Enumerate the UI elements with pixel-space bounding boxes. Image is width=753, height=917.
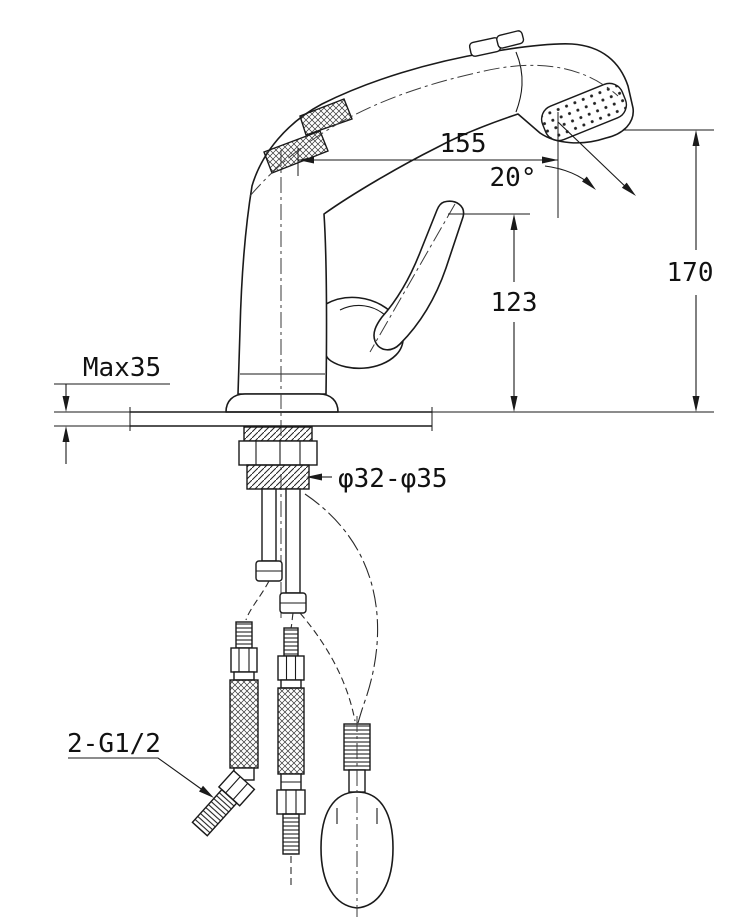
mounting-hardware [238,426,318,490]
pullout-hose-weight [320,716,394,917]
angle-fitting [191,769,256,837]
hex-facets [285,656,297,680]
mounting-washer [243,426,313,442]
knurl-patch-upper [299,98,353,136]
handle-lever [373,200,465,351]
dim-label-155: 155 [440,129,487,159]
hose-thread-stud [283,627,299,657]
hose-path-middle [290,612,294,629]
leader-arrow-icon [199,785,214,798]
weight-shoulder-lines [336,808,378,824]
handle-joint-seam [339,304,387,317]
hex-facets [238,648,250,672]
dimension-spout-reach: 155 [297,112,559,218]
dimension-spout-height: 123 [448,213,538,412]
braided-hose [277,687,305,775]
mounting-locknut [238,440,318,466]
hose-collar [280,679,302,689]
dim-label-hole: φ32-φ35 [338,464,448,494]
dim-label-170: 170 [667,258,714,288]
left-supply-hose [191,621,259,837]
arrow-left-icon [298,156,314,164]
left-inlet-tube [261,488,277,562]
end-hex-nut [276,789,306,815]
counter-deck [54,407,714,431]
dimension-spray-angle: 20° [490,121,636,196]
arrow-left-icon [306,473,322,481]
angle-ray-arrow-icon [621,182,636,196]
dimension-total-height: 170 [624,129,714,412]
arrow-down-icon [62,396,70,412]
dim-label-thread: 2-G1/2 [67,729,161,759]
dim-label-max35: Max35 [83,353,161,383]
dim-label-20deg: 20° [490,163,537,193]
hose-thread-stud [235,621,253,649]
supply-tubes [255,488,307,614]
end-threads [282,813,300,855]
pullout-hose-path [304,493,379,724]
hose-hex-nut [230,647,258,673]
hose-routing [245,493,379,724]
arrow-up-icon [692,130,700,146]
hose-path-left [245,580,270,621]
braided-hose [229,679,259,769]
right-inlet-tube [285,488,301,594]
dimension-hole-diameter: φ32-φ35 [306,464,448,494]
hose-path-weight [299,612,356,722]
faucet-assembly [225,30,634,618]
middle-supply-hose [276,627,306,888]
faucet-body-outline [237,43,634,395]
angle-fitting-facets [225,776,249,801]
diverter-button-icon [496,30,525,49]
dimension-thread-spec: 2-G1/2 [67,729,214,798]
diverter-buttons [468,30,525,57]
hose-collar [233,671,255,681]
spout-centerline [249,64,619,197]
arrow-down-icon [510,396,518,412]
handle-centerline [369,203,456,353]
dim-label-123: 123 [491,288,538,318]
threaded-shank [246,464,310,490]
spray-head-neck-seam [515,51,523,113]
faucet-base [225,393,339,413]
centerlines [249,64,619,618]
hose-hex-nut [277,655,305,681]
arrow-up-icon [62,426,70,442]
locknut-facets [255,441,301,465]
arrow-right-icon [542,156,558,164]
end-hex-facets [285,790,297,814]
angle-fitting-tip [194,823,206,835]
leader-line [68,757,205,792]
dimension-max-deck-thickness: Max35 [54,353,170,464]
arrow-down-icon [692,396,700,412]
angle-ray [557,121,631,192]
angle-arc-arrow-icon [582,176,596,190]
arrow-up-icon [510,214,518,230]
faucet-handle [323,200,465,370]
